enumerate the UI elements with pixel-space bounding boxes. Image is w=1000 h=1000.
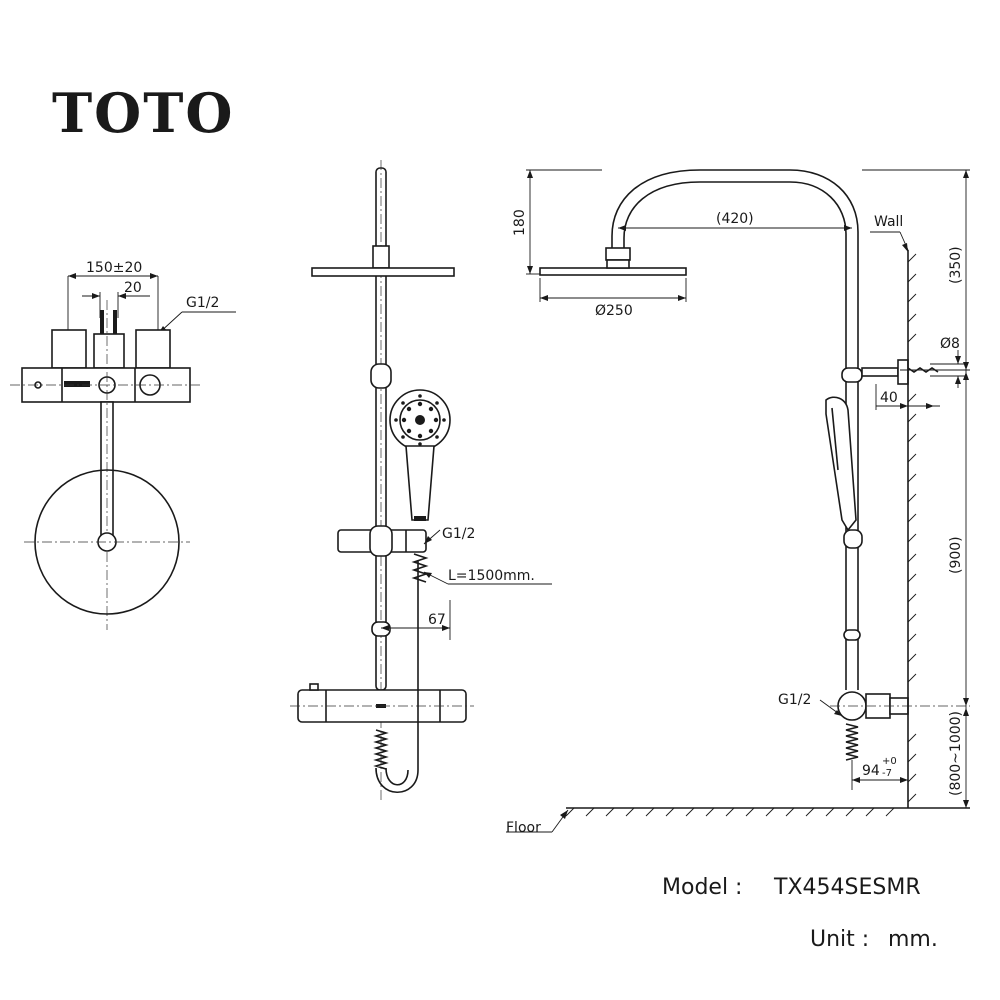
- dim-rail-height: (900): [948, 536, 964, 574]
- dim-width-top: 150±20: [86, 260, 142, 276]
- model-value: TX454SESMR: [773, 875, 921, 900]
- label-thread-mid: G1/2: [442, 526, 475, 542]
- side-view: 180 (420) Ø250 G1: [506, 169, 970, 836]
- label-wall: Wall: [874, 214, 903, 230]
- brand-logo: TOTO: [52, 81, 234, 145]
- model-label: Model :: [662, 875, 742, 900]
- dim-width-inner: 20: [124, 280, 142, 296]
- label-floor: Floor: [506, 820, 541, 836]
- unit-value: mm.: [888, 927, 938, 952]
- dim-head-diameter: Ø250: [595, 303, 633, 319]
- top-view: 150±20 20 G1/2: [10, 260, 236, 630]
- dim-outlet-spacing: 94: [862, 763, 880, 779]
- dim-anchor-diameter: Ø8: [940, 336, 960, 352]
- front-view: G1/2 L=1500mm. 67: [290, 160, 552, 800]
- dim-arm-reach: (420): [716, 211, 754, 227]
- dim-arm-rise: 180: [512, 209, 528, 236]
- unit-label: Unit :: [810, 927, 869, 952]
- label-thread-bottom: G1/2: [778, 692, 811, 708]
- dim-bracket-depth: 40: [880, 390, 898, 406]
- label-thread-top: G1/2: [186, 295, 219, 311]
- label-hose-length: L=1500mm.: [448, 568, 535, 584]
- dim-mount-height: (800~1000): [948, 711, 964, 796]
- dim-top-height: (350): [948, 246, 964, 284]
- dim-tolerance-plus: +0: [882, 756, 897, 767]
- dim-offset: 67: [428, 612, 446, 628]
- dim-tolerance-minus: -7: [882, 768, 892, 779]
